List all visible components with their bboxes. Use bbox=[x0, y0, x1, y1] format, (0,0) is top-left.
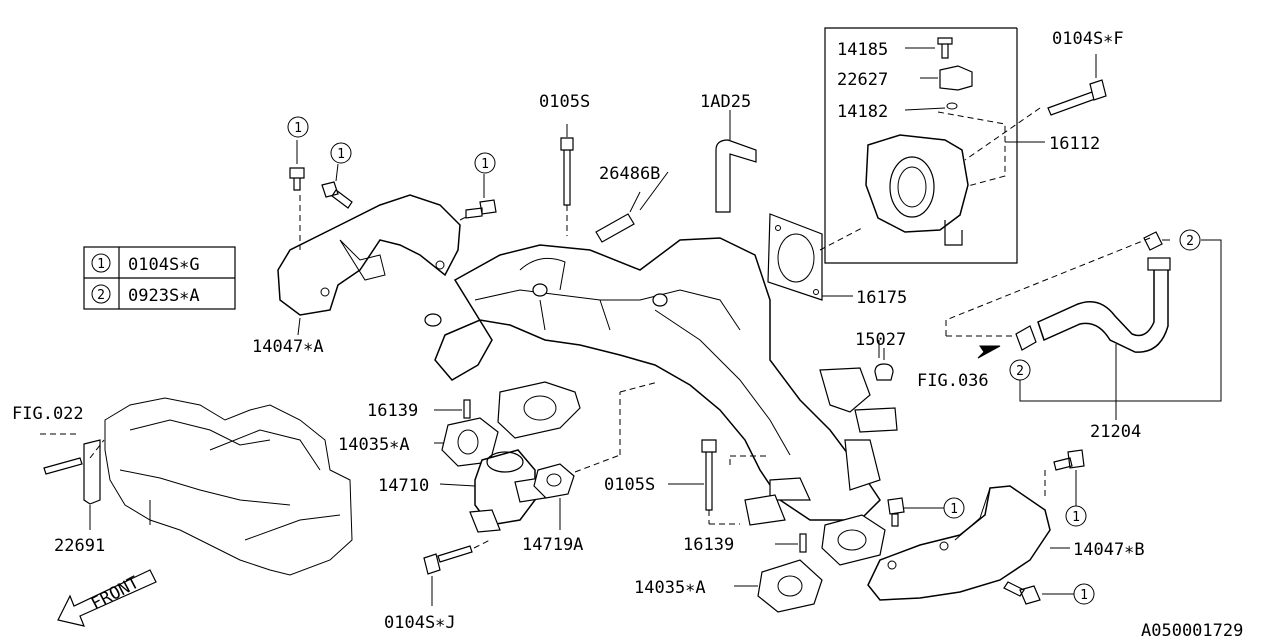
callout-0105S-top: 0105S bbox=[539, 92, 590, 112]
bolt-shield-b-1: 1 bbox=[887, 497, 965, 527]
legend-table: 1 0104S∗G 2 0923S∗A bbox=[83, 246, 236, 310]
callout-22627: 22627 bbox=[837, 70, 888, 90]
bolt-0104S-F bbox=[1047, 91, 1096, 116]
callout-FIG036: FIG.036 bbox=[917, 371, 989, 391]
egr-gasket-14035-A-bot bbox=[734, 514, 886, 613]
bracket-22691 bbox=[40, 433, 105, 530]
callout-1AD25: 1AD25 bbox=[700, 92, 751, 112]
svg-text:1: 1 bbox=[337, 147, 345, 162]
callout-0105S-mid: 0105S bbox=[604, 475, 655, 495]
sensor-22627 bbox=[939, 65, 973, 91]
egr-valve-14710 bbox=[439, 449, 546, 533]
callout-labels: 14185 22627 14182 0104S∗F 16112 0105S 1A… bbox=[12, 29, 1243, 640]
pin-16139-top bbox=[434, 399, 471, 419]
callout-16175: 16175 bbox=[856, 288, 907, 308]
pin-16139-bot bbox=[775, 533, 807, 553]
callout-14182: 14182 bbox=[837, 102, 888, 122]
callout-16112: 16112 bbox=[1049, 134, 1100, 154]
fitting-26486B bbox=[595, 191, 641, 243]
legend-marker-1-icon bbox=[91, 253, 111, 273]
callout-FIG022: FIG.022 bbox=[12, 404, 84, 424]
hose-1AD25 bbox=[715, 110, 757, 213]
callout-14047-B: 14047∗B bbox=[1073, 540, 1145, 560]
cap-15027 bbox=[874, 348, 894, 381]
heat-shield-14047-B bbox=[867, 470, 1070, 601]
callout-16139-top: 16139 bbox=[367, 401, 418, 421]
engine-block bbox=[104, 397, 353, 576]
front-label: FRONT bbox=[88, 573, 143, 615]
bolt-marker-2-lower: 2 bbox=[1009, 359, 1031, 381]
hose-21204 bbox=[945, 231, 1222, 420]
egr-gasket-large-upper bbox=[497, 381, 581, 439]
throttle-body-16112 bbox=[865, 134, 969, 233]
svg-text:1: 1 bbox=[481, 157, 489, 172]
legend-marker-1: 1 bbox=[97, 257, 105, 272]
callout-26486B: 26486B bbox=[599, 164, 660, 184]
legend-part-1: 0104S∗G bbox=[128, 255, 200, 275]
gasket-16175 bbox=[767, 213, 863, 301]
callout-14719A: 14719A bbox=[522, 535, 583, 555]
callout-14185: 14185 bbox=[837, 40, 888, 60]
bolt-shield-b-2: 1 bbox=[1053, 449, 1087, 527]
drawing-id: A050001729 bbox=[1141, 621, 1243, 640]
bolt-0105S-top bbox=[560, 124, 574, 236]
front-direction-arrow: FRONT bbox=[57, 569, 157, 627]
legend-marker-2: 2 bbox=[97, 288, 105, 303]
bolt-shield-a-1: 1 bbox=[287, 116, 309, 191]
callout-14035-A-top: 14035∗A bbox=[338, 435, 410, 455]
legend-marker-2-icon bbox=[91, 284, 111, 304]
callout-16139-bot: 16139 bbox=[683, 535, 734, 555]
callout-21204: 21204 bbox=[1090, 422, 1141, 442]
bolt-marker-2-upper: 2 bbox=[1179, 229, 1201, 251]
throttle-body-group bbox=[824, 27, 1107, 264]
svg-text:1: 1 bbox=[294, 121, 302, 136]
intake-manifold bbox=[424, 237, 898, 526]
callout-0104S-F: 0104S∗F bbox=[1052, 29, 1124, 49]
leader-lines bbox=[639, 171, 880, 358]
legend-part-2: 0923S∗A bbox=[128, 286, 200, 306]
bolt-shield-b-3: 1 bbox=[1003, 581, 1095, 605]
callout-14047-A: 14047∗A bbox=[252, 337, 324, 357]
screw-14185 bbox=[937, 37, 953, 59]
callout-0104S-J: 0104S∗J bbox=[384, 613, 456, 633]
svg-text:1: 1 bbox=[1080, 588, 1088, 603]
callout-15027: 15027 bbox=[855, 330, 906, 350]
bolt-0104S-J bbox=[423, 539, 491, 606]
svg-text:2: 2 bbox=[1186, 234, 1194, 249]
o-ring-14182 bbox=[946, 102, 958, 110]
callout-22691: 22691 bbox=[54, 536, 105, 556]
gasket-14719A bbox=[533, 381, 659, 530]
callout-14710: 14710 bbox=[378, 476, 429, 496]
heat-shield-14047-A bbox=[277, 194, 473, 336]
callout-14035-A-bot: 14035∗A bbox=[634, 578, 706, 598]
svg-text:1: 1 bbox=[950, 502, 958, 517]
svg-text:1: 1 bbox=[1072, 510, 1080, 525]
bolt-shield-a-2: 1 bbox=[321, 142, 353, 209]
bolt-0105S-mid bbox=[668, 439, 770, 525]
svg-text:2: 2 bbox=[1016, 364, 1024, 379]
bolt-shield-a-3: 1 bbox=[465, 152, 497, 219]
